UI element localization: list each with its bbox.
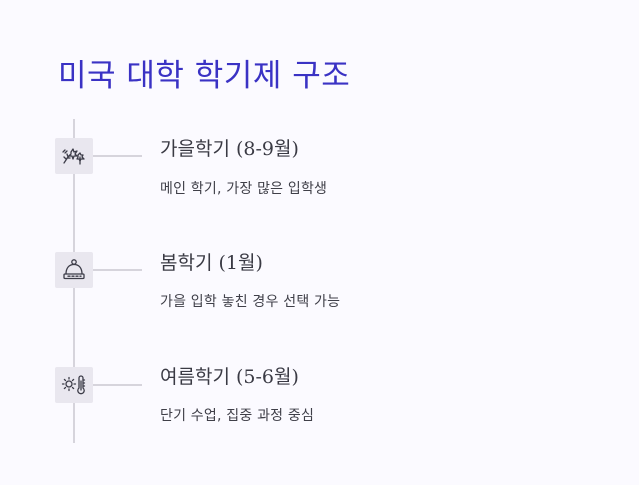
semester-title: 여름학기 (5-6월) (160, 366, 299, 388)
semester-description: 가을 입학 놓친 경우 선택 가능 (160, 294, 341, 310)
connector (93, 269, 142, 271)
winter-hat-icon (61, 258, 87, 282)
autumn-leaves-icon (61, 145, 87, 167)
icon-box (55, 367, 93, 403)
connector (93, 384, 142, 386)
icon-box (55, 252, 93, 288)
icon-box (55, 138, 93, 174)
sun-thermometer-icon (61, 373, 87, 397)
semester-description: 단기 수업, 집중 과정 중심 (160, 408, 315, 424)
semester-title: 가을학기 (8-9월) (160, 138, 299, 160)
page-title: 미국 대학 학기제 구조 (58, 58, 351, 94)
semester-title: 봄학기 (1월) (160, 252, 263, 274)
connector (93, 155, 142, 157)
semester-description: 메인 학기, 가장 많은 입학생 (160, 181, 328, 197)
